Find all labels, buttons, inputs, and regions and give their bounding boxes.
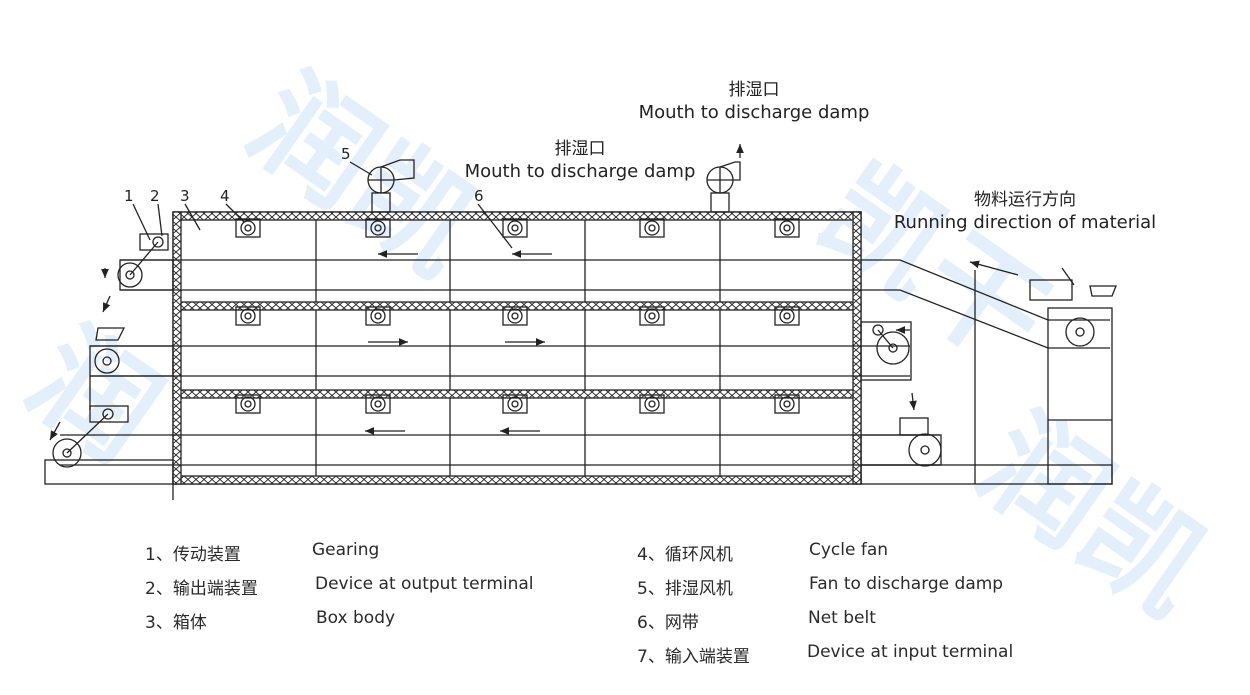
legend-item-7-cn: 7、输入端装置 (637, 647, 750, 667)
legend-item-7-en: Device at input terminal (807, 642, 1014, 662)
legend-item-1-cn: 1、传动装置 (145, 545, 241, 565)
legend-item-5-en: Fan to discharge damp (809, 574, 1004, 594)
exhaust-right-en: Mouth to discharge damp (639, 102, 870, 123)
exhaust-left-cn: 排湿口 (555, 139, 606, 159)
callout-4: 4 (220, 187, 230, 205)
cycle-fans (235, 218, 800, 414)
legend-item-6-en: Net belt (808, 608, 876, 628)
legend-item-6-cn: 6、网带 (637, 613, 699, 633)
callout-3: 3 (180, 187, 190, 205)
hatch-right (852, 211, 862, 485)
exhaust-fan-right (706, 144, 744, 213)
running-direction-cn: 物料运行方向 (974, 190, 1076, 210)
callout-6: 6 (474, 187, 484, 205)
legend-item-2-cn: 2、输出端装置 (145, 579, 258, 599)
legend-item-4-en: Cycle fan (809, 540, 889, 560)
callout-5: 5 (341, 145, 351, 163)
exhaust-left-en: Mouth to discharge damp (465, 161, 696, 182)
legend-item-3-en: Box body (316, 608, 396, 628)
running-direction-en: Running direction of material (894, 212, 1156, 233)
box-body-outline (172, 211, 862, 485)
input-device (860, 259, 1117, 485)
legend-item-3-cn: 3、箱体 (145, 613, 207, 633)
legend-item-5-cn: 5、排湿风机 (637, 579, 733, 599)
exhaust-right-cn: 排湿口 (729, 80, 780, 100)
hatch-bottom (172, 475, 862, 485)
callout-1: 1 (124, 187, 134, 205)
exhaust-fan-left (367, 159, 415, 213)
callout-2: 2 (150, 187, 160, 205)
legend-item-4-cn: 4、循环风机 (637, 545, 733, 565)
dryer-diagram: 1 2 3 4 5 6 排湿口 Mouth to discharge damp … (44, 80, 1156, 500)
legend-item-1-en: Gearing (312, 540, 380, 560)
hatch-left (172, 211, 182, 485)
legend-item-2-en: Device at output terminal (315, 574, 534, 594)
output-device (44, 233, 174, 485)
